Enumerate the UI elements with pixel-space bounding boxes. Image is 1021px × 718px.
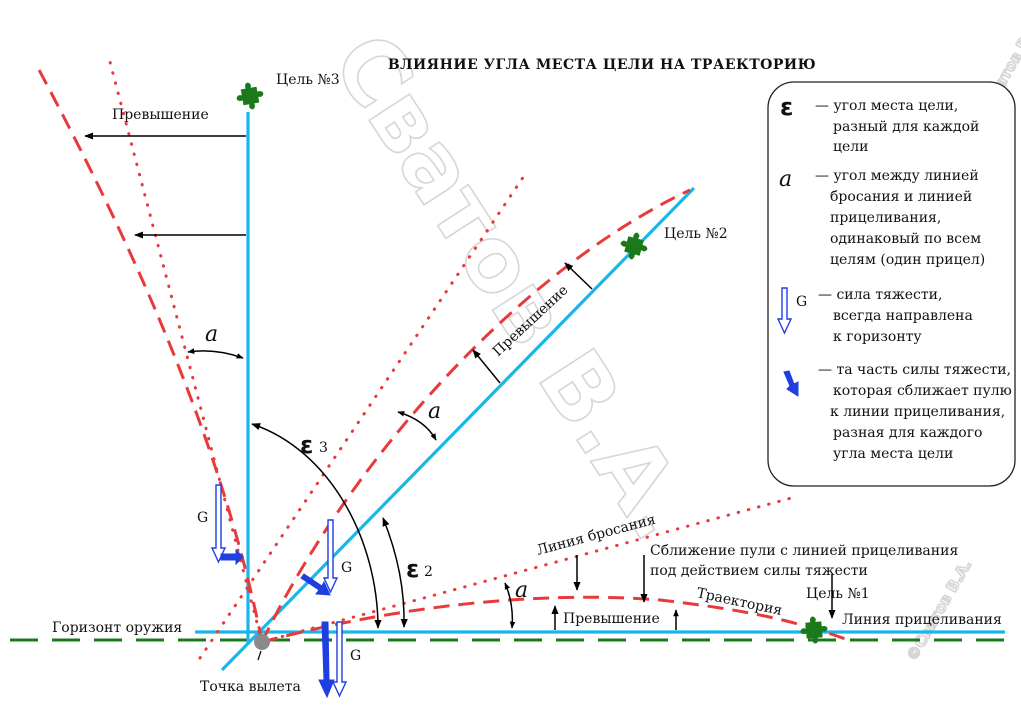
g-label-t3: G xyxy=(197,510,208,526)
legend-alpha-symbol: a xyxy=(779,167,792,192)
legend-box xyxy=(767,81,1016,487)
watermark-small-bottom: ©Сватов В.А. xyxy=(903,556,975,664)
g-label-t2: G xyxy=(341,560,352,576)
legend-alpha-line4: одинаковый по всем xyxy=(830,231,981,247)
line-of-aim-label: Линия прицеливания xyxy=(842,612,1002,628)
legend-gravity-line1: — сила тяжести, xyxy=(818,287,942,303)
gravity-arrow-t2 xyxy=(322,519,339,594)
alpha-arc-t2 xyxy=(397,411,437,441)
excess-arrow-t2-lower xyxy=(472,349,501,384)
epsilon-arcs xyxy=(251,423,408,629)
legend: ε — угол места цели, разный для каждой ц… xyxy=(767,81,1016,487)
epsilon2-arc xyxy=(382,517,408,628)
alpha-label-t2: a xyxy=(428,399,441,424)
g-label-t1: G xyxy=(350,648,361,664)
legend-gravity-part-line4: разная для каждого xyxy=(833,425,983,441)
convergence-label-line1: Сближение пули с линией прицеливания xyxy=(650,543,958,559)
target3-puzzle-icon xyxy=(234,80,266,112)
diagram-title: ВЛИЯНИЕ УГЛА МЕСТА ЦЕЛИ НА ТРАЕКТОРИЮ xyxy=(388,57,816,73)
legend-alpha-line5: целям (один прицел) xyxy=(830,252,985,268)
legend-gravity-part-line5: угла места цели xyxy=(833,446,953,462)
convergence-label-line2: под действием силы тяжести xyxy=(650,563,868,579)
excess-label-t1: Превышение xyxy=(563,611,660,627)
target2-label: Цель №2 xyxy=(664,226,728,242)
departure-point-pointer xyxy=(257,650,262,661)
legend-gravity-part-line1: — та часть силы тяжести, xyxy=(818,362,1011,378)
watermark-big: Сватов В.А. xyxy=(312,15,714,557)
epsilon3-symbol: ε xyxy=(300,431,313,459)
gravity-part-arrows xyxy=(220,548,335,699)
epsilon3-subscript: 3 xyxy=(319,440,328,456)
legend-alpha-line1: — угол между линией xyxy=(815,168,979,184)
gravity-arrow-t3 xyxy=(210,484,227,564)
gravity-arrows xyxy=(210,484,348,698)
excess-label-t3: Превышение xyxy=(112,107,209,123)
weapon-horizon-label: Горизонт оружия xyxy=(52,620,182,636)
legend-gravity-part-line3: к линии прицеливания, xyxy=(830,404,1005,420)
epsilon3-arc xyxy=(251,423,382,629)
departure-line-target2 xyxy=(198,168,530,660)
epsilon2-symbol: ε xyxy=(406,555,419,583)
excess-arrows xyxy=(84,132,836,630)
departure-point-icon xyxy=(254,634,270,650)
departure-lines xyxy=(108,60,797,660)
target2-puzzle-icon xyxy=(617,229,651,263)
alpha-arc-t1 xyxy=(504,582,516,629)
legend-gravity-g-label: G xyxy=(796,294,807,310)
legend-epsilon-line1: — угол места цели, xyxy=(815,98,958,114)
legend-epsilon-symbol: ε xyxy=(780,93,793,121)
legend-gravity-arrow-icon xyxy=(776,287,793,335)
alpha-arc-t3 xyxy=(187,348,244,359)
gravity-arrow-t1 xyxy=(331,621,348,698)
excess-arrow-t2-upper xyxy=(564,262,593,290)
legend-alpha-line3: прицеливания, xyxy=(830,210,941,226)
target1-label: Цель №1 xyxy=(806,586,870,602)
epsilon2-subscript: 2 xyxy=(424,564,433,580)
legend-gravity-line2: всегда направлена xyxy=(833,308,973,324)
departure-point-label: Точка вылета xyxy=(200,679,301,695)
gravity-part-arrow-t2 xyxy=(300,573,331,596)
legend-gravity-part-line2: которая сближает пулю xyxy=(833,383,1012,399)
legend-epsilon-line3: цели xyxy=(833,139,869,155)
gravity-part-arrow-t1 xyxy=(318,621,335,699)
alpha-label-t1: a xyxy=(515,578,528,603)
legend-gravity-part-arrow-icon xyxy=(783,370,799,397)
legend-gravity-line3: к горизонту xyxy=(833,329,922,345)
legend-alpha-line2: бросания и линией xyxy=(830,189,972,205)
alpha-label-t3: a xyxy=(205,322,218,347)
legend-epsilon-line2: разный для каждой xyxy=(833,119,979,135)
alpha-arcs xyxy=(187,348,516,629)
trajectory-label: Траектория xyxy=(695,585,784,619)
gravity-part-arrow-t3 xyxy=(220,548,244,566)
trajectory-target1 xyxy=(261,595,849,644)
target3-label: Цель №3 xyxy=(276,72,340,88)
